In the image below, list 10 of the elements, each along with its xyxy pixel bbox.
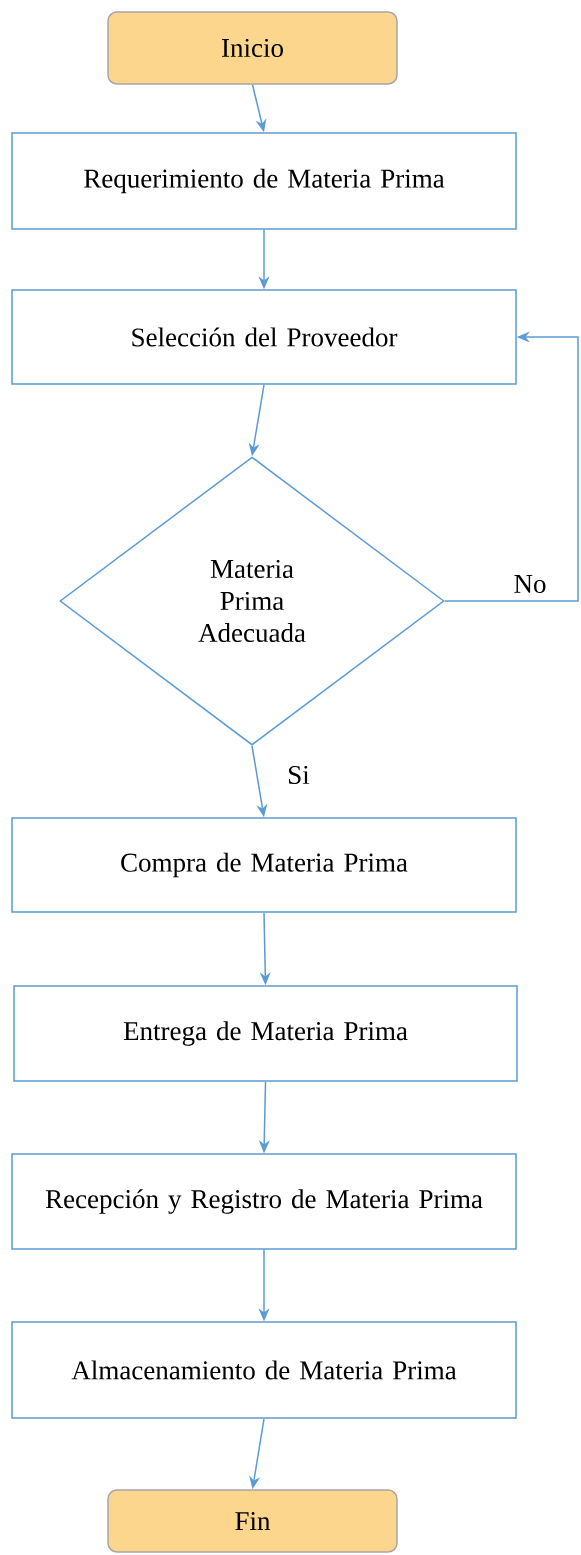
process-box: Recepción y Registro de Materia Prima	[11, 1153, 517, 1250]
process-box: Compra de Materia Prima	[11, 817, 517, 913]
edge-label: No	[511, 573, 549, 595]
terminal-box: Inicio	[107, 11, 398, 85]
process-box: Requerimiento de Materia Prima	[11, 132, 517, 230]
process-box: Entrega de Materia Prima	[13, 985, 518, 1082]
process-box: Selección del Proveedor	[11, 289, 517, 385]
process-box: Almacenamiento de Materia Prima	[11, 1321, 517, 1419]
terminal-box: Fin	[107, 1489, 398, 1553]
edge-label: Si	[285, 763, 312, 787]
